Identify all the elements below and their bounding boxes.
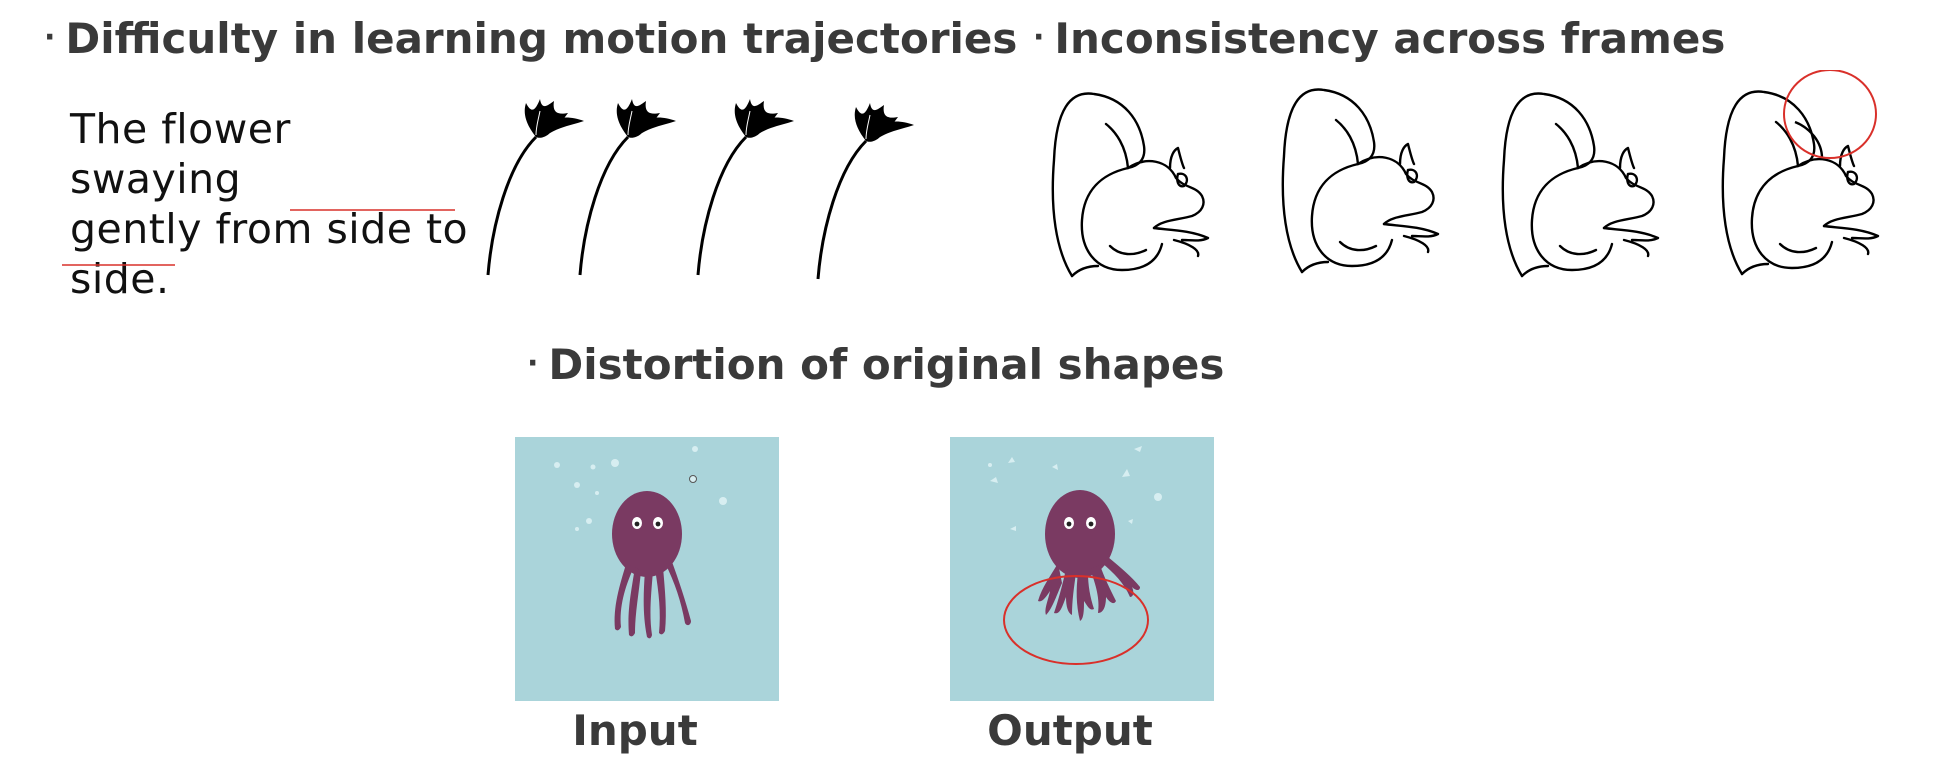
squirrel-frames	[1051, 70, 1880, 278]
octopus-icon	[612, 491, 691, 639]
heading-text: Distortion of original shapes	[548, 340, 1225, 389]
squirrel-frame-4	[1721, 90, 1880, 276]
octopus-eyes	[1064, 517, 1096, 529]
bubbles	[988, 446, 1162, 531]
bullet: ·	[44, 20, 56, 55]
output-label: Output	[987, 706, 1153, 755]
squirrel-frame-2	[1281, 88, 1440, 274]
bullet: ·	[1033, 20, 1045, 55]
bubbles	[554, 446, 727, 531]
caption-line: side.	[70, 255, 170, 303]
heading-motion-trajectories: ·Difficulty in learning motion trajector…	[44, 18, 1017, 60]
flower-frame-4	[816, 101, 916, 281]
caption-line: gently from side to	[70, 205, 469, 253]
bullet: ·	[527, 346, 539, 381]
heading-shape-distortion: ·Distortion of original shapes	[527, 344, 1224, 386]
prompt-caption: The flower swaying gently from side to s…	[70, 104, 470, 304]
stray-tail-stroke	[1794, 120, 1824, 159]
octopus-eyes	[632, 517, 663, 529]
flower-frame-3	[696, 97, 796, 277]
input-panel	[515, 437, 779, 701]
flower-frames	[486, 97, 916, 281]
flower-frame-1	[486, 97, 586, 277]
squirrel-frame-1	[1051, 92, 1210, 278]
heading-text: Inconsistency across frames	[1054, 14, 1726, 63]
heading-text: Difficulty in learning motion trajectori…	[65, 14, 1018, 63]
distortion-highlight-circle	[1003, 575, 1149, 665]
input-label: Input	[572, 706, 698, 755]
heading-frame-inconsistency: ·Inconsistency across frames	[1033, 18, 1725, 60]
squirrel-frame-3	[1501, 92, 1660, 278]
inconsistency-highlight-circle	[1783, 70, 1877, 159]
output-panel	[950, 437, 1214, 701]
flower-frame-2	[578, 97, 678, 277]
caption-line: The flower swaying	[70, 105, 291, 203]
